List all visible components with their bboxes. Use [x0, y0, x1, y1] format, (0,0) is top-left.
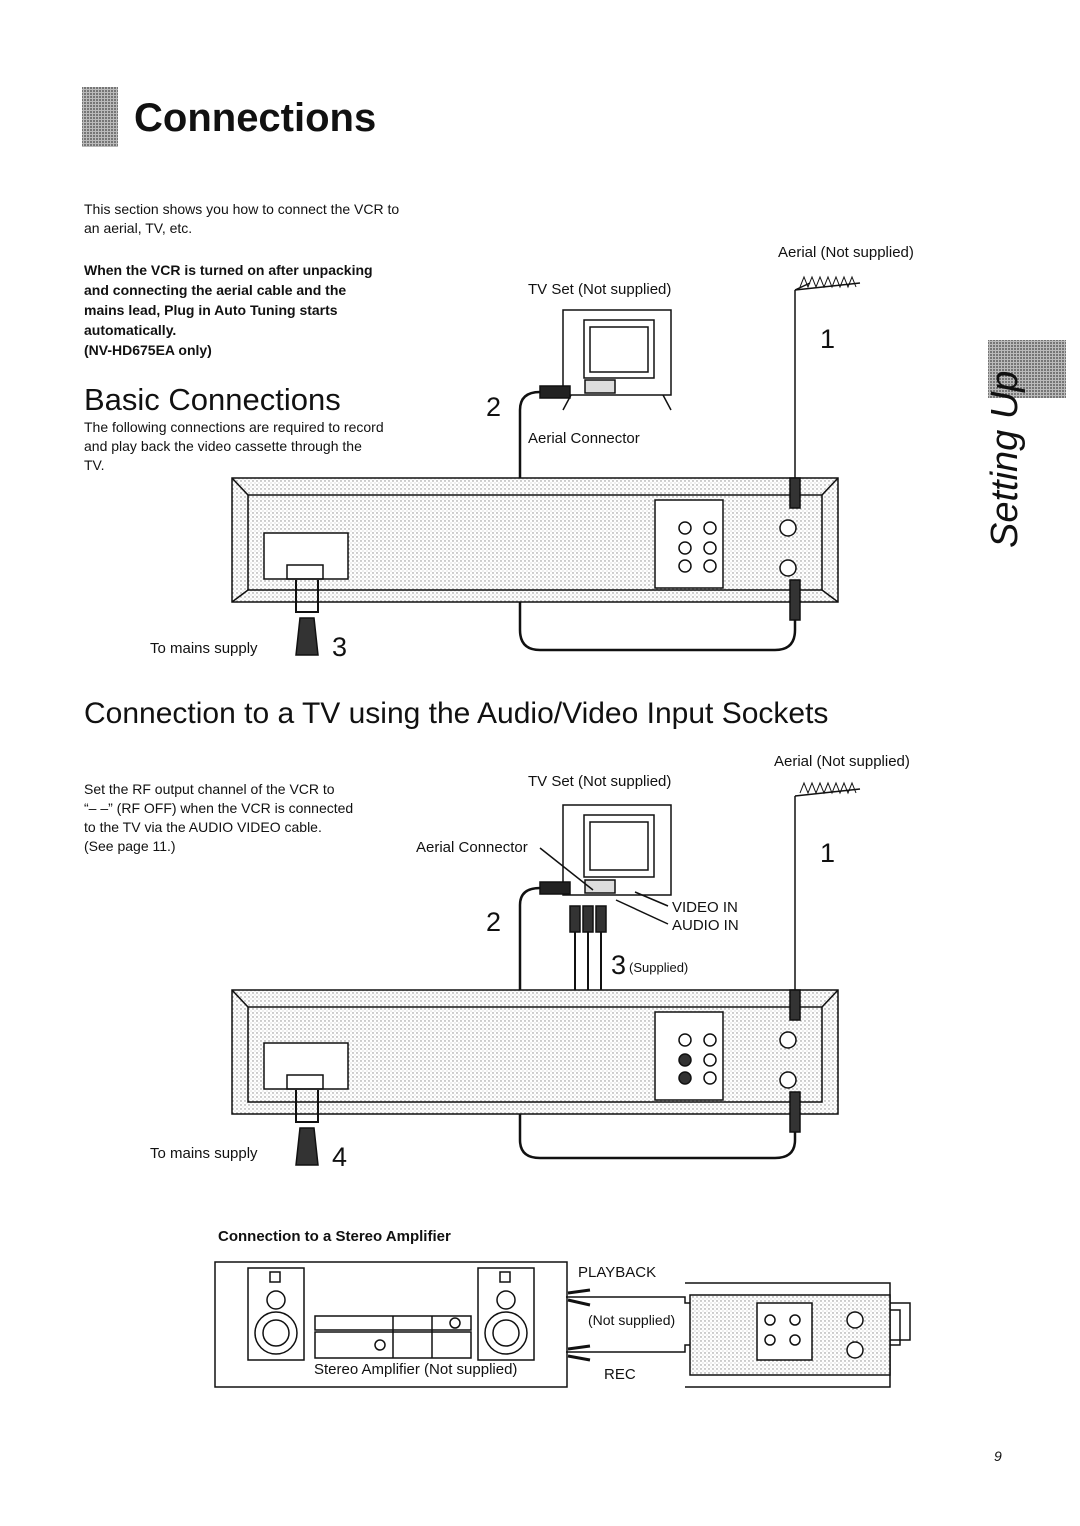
av-step-3: 3 — [611, 950, 627, 980]
audio-in-label: AUDIO IN — [672, 917, 739, 934]
sidebar-tab-label: Setting Up — [984, 370, 1026, 548]
stereo-heading: Connection to a Stereo Amplifier — [218, 1228, 451, 1245]
basic-step-2: 2 — [486, 392, 502, 422]
av-diagram — [231, 781, 861, 1166]
note-line: (NV-HD675EA only) — [84, 342, 212, 358]
basic-aerial-label: Aerial (Not supplied) — [778, 244, 914, 261]
auto-tuning-note: When the VCR is turned on after unpackin… — [84, 260, 429, 360]
basic-tv-label: TV Set (Not supplied) — [528, 281, 672, 298]
av-instructions: Set the RF output channel of the VCR to … — [84, 780, 414, 856]
basic-aerial-connector-label: Aerial Connector — [528, 430, 640, 447]
basic-step-3: 3 — [332, 632, 348, 662]
page-number: 9 — [994, 1448, 1002, 1464]
note-line: automatically. — [84, 322, 177, 338]
stereo-amp-label: Stereo Amplifier (Not supplied) — [314, 1361, 518, 1378]
rec-label: REC — [604, 1366, 636, 1383]
supplied-label: (Supplied) — [629, 960, 689, 975]
av-text-line: to the TV via the AUDIO VIDEO cable. — [84, 819, 322, 835]
av-text-line: (See page 11.) — [84, 838, 176, 854]
stereo-not-supplied-label: (Not supplied) — [588, 1312, 676, 1328]
basic-diagram — [231, 275, 861, 656]
note-line: mains lead, Plug in Auto Tuning starts — [84, 302, 338, 318]
av-step-4: 4 — [332, 1142, 348, 1172]
stereo-diagram — [214, 1261, 911, 1388]
av-section-heading: Connection to a TV using the Audio/Video… — [84, 697, 829, 730]
intro-text: This section shows you how to connect th… — [84, 201, 400, 236]
basic-mains-label: To mains supply — [150, 640, 258, 657]
av-aerial-label: Aerial (Not supplied) — [774, 753, 910, 770]
av-text-line: Set the RF output channel of the VCR to — [84, 781, 335, 797]
title-marker-block — [82, 87, 118, 147]
note-line: and connecting the aerial cable and the — [84, 282, 347, 298]
basic-connections-heading: Basic Connections — [84, 382, 341, 417]
video-in-label: VIDEO IN — [672, 899, 738, 916]
sidebar-tab-block — [988, 340, 1066, 398]
av-step-2: 2 — [486, 907, 502, 937]
basic-step-1: 1 — [820, 324, 836, 354]
av-text-line: “– –” (RF OFF) when the VCR is connected — [84, 800, 354, 816]
av-mains-label: To mains supply — [150, 1145, 258, 1162]
av-tv-label: TV Set (Not supplied) — [528, 773, 672, 790]
av-aerial-connector-label: Aerial Connector — [416, 839, 528, 856]
basic-connections-text: The following connections are required t… — [84, 419, 384, 473]
page-title: Connections — [134, 96, 377, 140]
note-line: When the VCR is turned on after unpackin… — [84, 262, 373, 278]
playback-label: PLAYBACK — [578, 1264, 657, 1281]
av-step-1: 1 — [820, 838, 836, 868]
